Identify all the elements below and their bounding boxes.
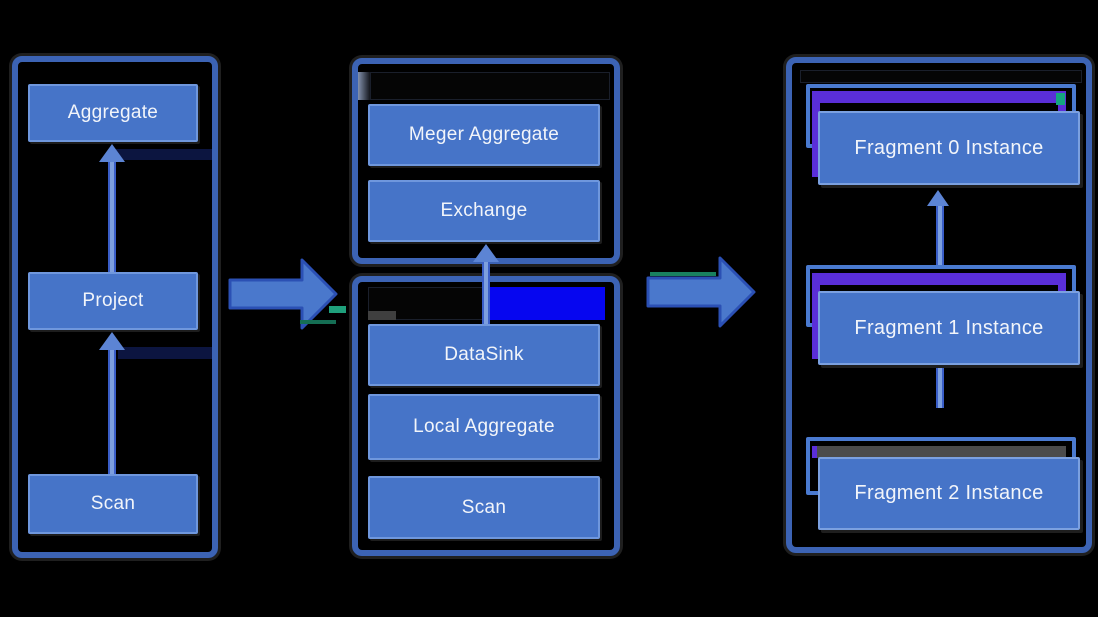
node-scan-fragment-label: Scan: [461, 496, 507, 518]
teal-artifact: [300, 320, 336, 324]
up-arrowhead-icon: [927, 190, 949, 206]
node-project: Project: [28, 272, 198, 330]
transform-arrow-2-icon: [646, 256, 756, 328]
instances-panel: Fragment 0 Instance Fragment 1 Instance …: [786, 57, 1092, 553]
up-arrowhead-icon: [99, 332, 125, 350]
arrow-line: [936, 206, 944, 266]
teal-artifact: [329, 306, 346, 313]
node-project-label: Project: [82, 290, 144, 311]
arrow-line: [482, 262, 490, 324]
up-arrowhead-icon: [99, 144, 125, 162]
node-aggregate-label: Aggregate: [67, 102, 159, 123]
transform-arrow-1-icon: [228, 258, 338, 330]
node-merge-aggregate-label: Meger Aggregate: [408, 124, 560, 145]
fragment-title-bar-black: [370, 72, 610, 100]
node-local-aggregate-label: Local Aggregate: [413, 416, 555, 437]
logical-plan-panel: Aggregate Project Scan: [12, 56, 218, 558]
stack-black-bar: [800, 70, 1082, 83]
shadow-streak: [116, 149, 212, 160]
fragment-plan-bottom-panel: DataSink Local Aggregate Scan: [352, 276, 620, 556]
node-exchange: Exchange: [368, 180, 600, 242]
node-exchange-label: Exchange: [440, 200, 528, 221]
node-local-aggregate: Local Aggregate: [368, 394, 600, 460]
node-merge-aggregate: Meger Aggregate: [368, 104, 600, 166]
title-bar-step: [368, 311, 396, 320]
teal-artifact: [650, 272, 716, 276]
node-fragment-2-instance: Fragment 2 Instance: [818, 457, 1080, 530]
up-arrowhead-icon: [473, 244, 499, 262]
fragment-0-instance-label: Fragment 0 Instance: [854, 136, 1044, 159]
stack-gray-bar: [812, 446, 1066, 458]
node-scan-logical: Scan: [28, 474, 198, 534]
node-datasink: DataSink: [368, 324, 600, 386]
node-fragment-0-instance: Fragment 0 Instance: [818, 111, 1080, 185]
fragment-plan-top-panel: Meger Aggregate Exchange: [352, 58, 620, 264]
node-scan-fragment: Scan: [368, 476, 600, 539]
fragment-1-instance-label: Fragment 1 Instance: [854, 316, 1044, 339]
fragment-title-bar-highlight: [488, 287, 605, 320]
teal-artifact: [1056, 93, 1065, 105]
node-datasink-label: DataSink: [444, 344, 524, 365]
node-scan-logical-label: Scan: [90, 493, 136, 514]
arrow-stub-frag2-to-frag1: [936, 368, 944, 408]
node-fragment-1-instance: Fragment 1 Instance: [818, 291, 1080, 365]
arrow-line: [108, 350, 116, 474]
node-aggregate: Aggregate: [28, 84, 198, 142]
shadow-streak: [118, 347, 212, 359]
fragment-2-instance-label: Fragment 2 Instance: [854, 482, 1044, 504]
arrow-line: [108, 162, 116, 272]
